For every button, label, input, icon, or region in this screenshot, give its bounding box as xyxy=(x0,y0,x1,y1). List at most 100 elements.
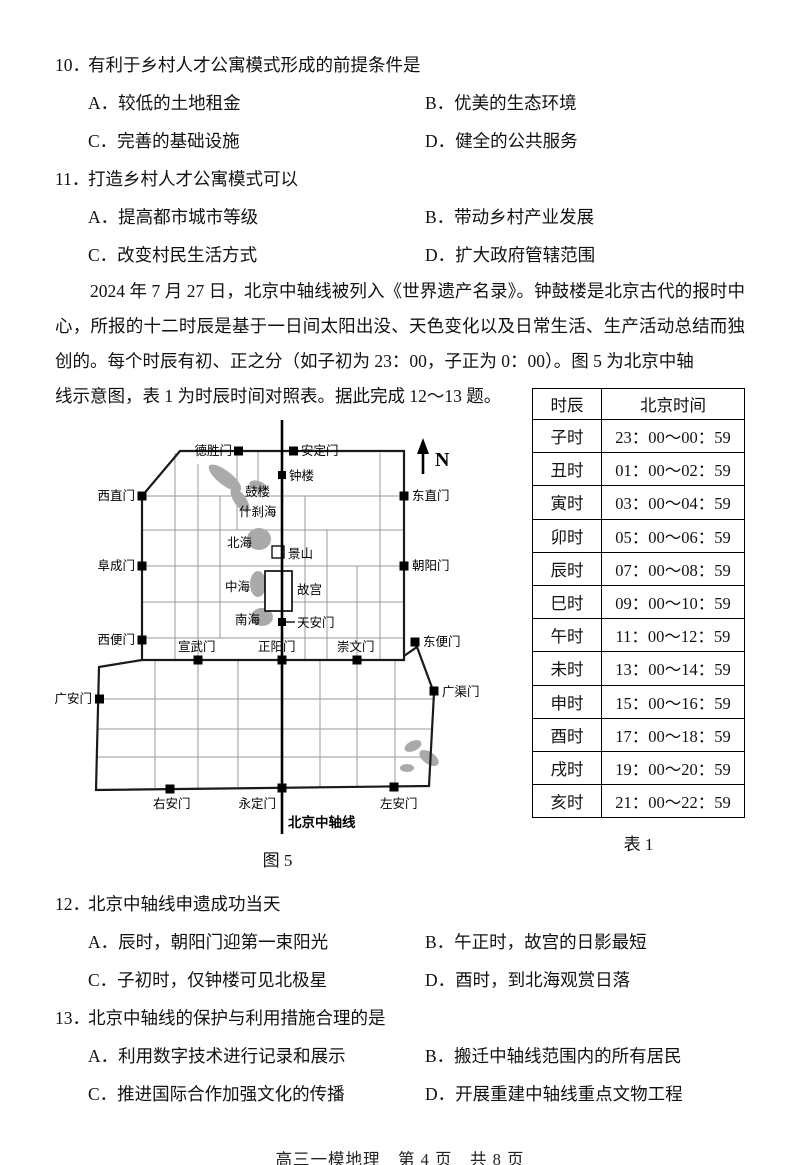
question-11-option-d: D．扩大政府管辖范围 xyxy=(425,245,596,265)
beihai-lake xyxy=(247,528,271,550)
nanhai-lake xyxy=(251,608,273,626)
time-cell: 01：00～02：59 xyxy=(601,452,745,487)
forbidden-city-label: 故宫 xyxy=(297,582,322,597)
gate-xuanwu-label: 宣武门 xyxy=(178,639,216,654)
shichen-cell: 申时 xyxy=(532,684,602,719)
question-13: 13． 北京中轴线的保护与利用措施合理的是 A．利用数字技术进行记录和展示 B．… xyxy=(55,999,745,1113)
gate-chaoyang-label: 朝阳门 xyxy=(412,558,450,573)
bell-tower-label: 钟楼 xyxy=(289,468,314,483)
time-cell: 11：00～12：59 xyxy=(601,618,745,653)
zhonghai-lake xyxy=(250,571,266,597)
gate-dongbian-marker xyxy=(410,637,420,647)
page-footer: 高三一模地理 第 4 页 共 8 页 xyxy=(275,1150,525,1165)
question-12-stem: 12． 北京中轴线申遗成功当天 xyxy=(55,885,745,923)
question-11-option-a: A．提高都市城市等级 xyxy=(88,207,259,227)
shichen-cell: 午时 xyxy=(532,618,602,653)
gate-fucheng-label: 阜成门 xyxy=(97,558,135,573)
shichahai-label: 什刹海 xyxy=(239,504,277,519)
park-area xyxy=(404,740,422,752)
header-shichen: 时辰 xyxy=(532,388,602,420)
passage-text-continued: 线示意图，表 1 为时辰时间对照表。据此完成 12～13 题。 xyxy=(55,386,502,406)
tiananmen-label: 天安门 xyxy=(297,615,335,630)
gate-youan-label: 右安门 xyxy=(153,796,191,811)
gate-anding-marker xyxy=(289,446,298,456)
zhonghai-label: 中海 xyxy=(225,579,251,594)
question-12-option-d: D．酉时，到北海观赏日落 xyxy=(425,970,631,990)
gate-guangan-marker xyxy=(95,694,104,704)
road-network xyxy=(97,451,434,789)
north-arrow-icon: N xyxy=(417,438,450,474)
gate-youan-marker xyxy=(165,784,175,794)
question-10-options: A．较低的土地租金 B．优美的生态环境 C．完善的基础设施 D．健全的公共服务 xyxy=(88,84,745,160)
question-11-option-b: B．带动乡村产业发展 xyxy=(425,207,595,227)
time-cell: 03：00～04：59 xyxy=(601,485,745,520)
gate-dongzhi-label: 东直门 xyxy=(412,488,450,503)
gate-anding-label: 安定门 xyxy=(301,443,339,458)
time-cell: 13：00～14：59 xyxy=(601,651,745,686)
question-10: 10． 有利于乡村人才公寓模式形成的前提条件是 A．较低的土地租金 B．优美的生… xyxy=(55,46,745,160)
gate-xibian-label: 西便门 xyxy=(97,632,135,647)
time-cell: 15：00～16：59 xyxy=(601,684,745,719)
question-12-number: 12． xyxy=(55,894,90,914)
figure-column: 线示意图，表 1 为时辰时间对照表。据此完成 12～13 题。 xyxy=(55,379,532,871)
figure-caption: 图 5 xyxy=(262,851,293,870)
page-content: 10． 有利于乡村人才公寓模式形成的前提条件是 A．较低的土地租金 B．优美的生… xyxy=(55,46,745,1113)
gate-xizhi-label: 西直门 xyxy=(97,488,135,503)
question-11-options: A．提高都市城市等级 B．带动乡村产业发展 C．改变村民生活方式 D．扩大政府管… xyxy=(88,198,745,274)
question-12-option-b: B．午正时，故宫的日影最短 xyxy=(425,932,647,952)
gate-markers xyxy=(95,446,439,794)
gate-chongwen-label: 崇文门 xyxy=(337,639,375,654)
header-beijing-time: 北京时间 xyxy=(601,388,745,420)
park-area xyxy=(419,750,439,766)
gate-chaoyang-marker xyxy=(399,561,409,571)
shichen-cell: 子时 xyxy=(532,418,602,454)
shichahai-lake xyxy=(249,480,267,492)
time-cell: 23：00～00：59 xyxy=(601,418,745,454)
gate-yongding-label: 永定门 xyxy=(238,796,276,811)
forbidden-city-outline xyxy=(264,570,293,612)
question-12-options: A．辰时，朝阳门迎第一束阳光 B．午正时，故宫的日影最短 C．子初时，仅钟楼可见… xyxy=(88,923,745,999)
drum-tower-label: 鼓楼 xyxy=(245,484,270,499)
gate-zhengyang-marker xyxy=(277,655,287,665)
gate-guangqu-label: 广渠门 xyxy=(442,684,480,699)
time-cell: 17：00～18：59 xyxy=(601,717,745,752)
shichen-cell: 亥时 xyxy=(532,784,602,819)
question-13-option-b: B．搬迁中轴线范围内的所有居民 xyxy=(425,1046,682,1066)
question-10-text: 有利于乡村人才公寓模式形成的前提条件是 xyxy=(88,55,421,75)
nanhai-label: 南海 xyxy=(235,612,261,627)
question-12-option-c: C．子初时，仅钟楼可见北极星 xyxy=(88,970,328,990)
park-area xyxy=(400,764,414,772)
table-header-row: 时辰 北京时间 xyxy=(532,388,745,420)
question-12-option-a: A．辰时，朝阳门迎第一束阳光 xyxy=(88,932,329,952)
outer-city-wall xyxy=(94,645,436,792)
question-10-option-c: C．完善的基础设施 xyxy=(88,131,240,151)
question-11: 11． 打造乡村人才公寓模式可以 A．提高都市城市等级 B．带动乡村产业发展 C… xyxy=(55,160,745,274)
question-13-options: A．利用数字技术进行记录和展示 B．搬迁中轴线范围内的所有居民 C．推进国际合作… xyxy=(88,1037,745,1113)
gate-dongzhi-marker xyxy=(399,491,409,501)
gate-xizhi-marker xyxy=(137,491,147,501)
time-cell: 07：00～08：59 xyxy=(601,551,745,586)
gate-xibian-marker xyxy=(137,635,147,645)
shichahai-lake xyxy=(208,464,242,492)
gate-dongbian-label: 东便门 xyxy=(423,634,461,649)
shichen-cell: 寅时 xyxy=(532,485,602,520)
shichen-cell: 未时 xyxy=(532,651,602,686)
shichen-cell: 卯时 xyxy=(532,518,602,553)
question-10-stem: 10． 有利于乡村人才公寓模式形成的前提条件是 xyxy=(55,46,745,84)
beijing-axis-map: N 德胜门 安定门 西直门 东直门 阜成门 朝阳门 西便门 东便门 宣武门 正阳… xyxy=(55,420,480,834)
time-cell: 09：00～10：59 xyxy=(601,584,745,620)
question-11-number: 11． xyxy=(55,169,90,189)
question-13-option-a: A．利用数字技术进行记录和展示 xyxy=(88,1046,346,1066)
time-cell: 21：00～22：59 xyxy=(601,784,745,819)
shichahai-lake xyxy=(230,488,250,512)
question-11-option-c: C．改变村民生活方式 xyxy=(88,245,258,265)
shichen-cell: 酉时 xyxy=(532,717,602,752)
gate-desheng-marker xyxy=(234,446,243,456)
